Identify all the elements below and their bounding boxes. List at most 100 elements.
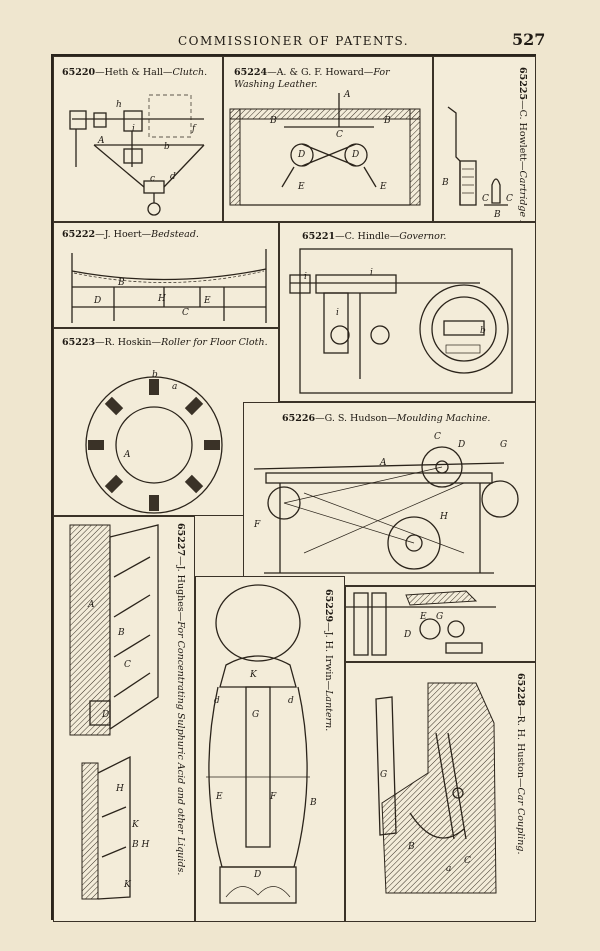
svg-text:B: B <box>383 116 391 126</box>
figure-65227-concentrating-acid: 65227—J. Hughes—For Concentrating Sulphu… <box>53 516 195 922</box>
patent-number: 65226 <box>282 413 316 424</box>
svg-text:d: d <box>214 696 220 706</box>
inventor: —Heth & Hall— <box>95 67 173 78</box>
svg-text:D: D <box>93 296 101 306</box>
svg-text:i: i <box>370 268 373 278</box>
inventor: —C. Hindle— <box>335 231 400 242</box>
svg-text:H: H <box>439 512 448 522</box>
patent-number: 65223 <box>62 337 96 348</box>
svg-text:H: H <box>157 294 166 304</box>
patent-number: 65220 <box>62 67 96 78</box>
patent-number: 65228 <box>515 673 526 707</box>
svg-text:D: D <box>253 870 261 880</box>
svg-text:B H: B H <box>131 840 149 850</box>
svg-text:C: C <box>506 194 513 204</box>
svg-text:A: A <box>379 458 387 468</box>
svg-text:E: E <box>215 792 223 802</box>
patent-number: 65225 <box>517 67 528 101</box>
svg-text:D: D <box>297 150 305 160</box>
patent-number: 65222 <box>62 229 96 240</box>
svg-text:c: c <box>150 174 155 184</box>
figure-caption: 65227—J. Hughes—For Concentrating Sulphu… <box>174 523 186 919</box>
svg-text:B: B <box>407 842 415 852</box>
svg-text:D: D <box>351 150 359 160</box>
svg-text:C: C <box>434 432 441 442</box>
svg-text:G: G <box>500 440 507 450</box>
washing-leather-drawing: A B B C D D E E <box>229 90 421 206</box>
invention-title: Roller for Floor Cloth. <box>161 337 268 348</box>
svg-text:K: K <box>123 880 132 890</box>
svg-text:C: C <box>336 130 343 140</box>
svg-text:E: E <box>297 182 305 192</box>
svg-text:D: D <box>457 440 465 450</box>
svg-text:K: K <box>249 670 258 680</box>
invention-title: Cartridge Box. <box>517 170 528 222</box>
svg-text:B: B <box>441 178 449 188</box>
svg-text:a: a <box>172 382 177 392</box>
svg-text:b: b <box>480 326 486 336</box>
svg-text:F: F <box>253 520 261 530</box>
figure-65224-washing-leather: 65224—A. & G. F. Howard—For Washing Leat… <box>223 56 433 222</box>
svg-text:A: A <box>343 90 351 100</box>
figure-caption: 65222—J. Hoert—Bedstead. <box>62 229 199 241</box>
invention-title: For Concentrating Sulphuric Acid and oth… <box>175 621 186 876</box>
svg-text:b: b <box>164 142 170 152</box>
svg-text:C: C <box>464 856 471 866</box>
invention-title: Lantern. <box>323 690 334 732</box>
svg-text:B: B <box>117 628 125 638</box>
figure-caption: 65225—C. Howlett—Cartridge Box. <box>516 67 528 221</box>
invention-title: Moulding Machine. <box>396 413 491 424</box>
patent-number: 65221 <box>302 231 336 242</box>
figure-caption: 65226—G. S. Hudson—Moulding Machine. <box>282 413 490 425</box>
figure-caption: 65228—R. H. Huston—Car Coupling. <box>514 673 526 913</box>
svg-text:E: E <box>203 296 211 306</box>
figure-caption: 65221—C. Hindle—Governor. <box>302 231 446 243</box>
svg-text:i: i <box>132 124 135 134</box>
figure-caption: 65223—R. Hoskin—Roller for Floor Cloth. <box>62 337 272 349</box>
inventor: —G. S. Hudson— <box>315 413 397 424</box>
patent-number: 65224 <box>234 67 268 78</box>
invention-title: Clutch. <box>172 67 208 78</box>
invention-title: For Washing Leather. <box>234 67 390 90</box>
inventor: —J. Hoert— <box>95 229 152 240</box>
page-number: 527 <box>512 30 546 49</box>
svg-text:A: A <box>123 450 131 460</box>
moulding-machine-drawing: C D G A F H <box>253 432 519 574</box>
svg-text:G: G <box>436 612 443 622</box>
svg-text:a: a <box>446 864 451 874</box>
inventor: —R. H. Huston— <box>515 706 526 788</box>
svg-text:A: A <box>97 136 105 146</box>
figure-caption: 65220—Heth & Hall—Clutch. <box>62 67 207 79</box>
patent-number: 65229 <box>323 589 334 623</box>
svg-text:B: B <box>269 116 277 126</box>
svg-text:b: b <box>152 370 158 380</box>
svg-text:h: h <box>116 100 122 110</box>
running-head: COMMISSIONER OF PATENTS. <box>178 34 410 48</box>
svg-text:f: f <box>191 124 197 134</box>
inventor: —J. H. Irwin— <box>323 622 334 691</box>
inventor: —A. & G. F. Howard— <box>267 67 374 78</box>
svg-text:i: i <box>336 308 339 318</box>
roller-drawing: b aA <box>85 370 223 514</box>
invention-title: Governor. <box>399 231 447 242</box>
svg-text:C: C <box>482 194 489 204</box>
svg-text:E: E <box>379 182 387 192</box>
page-header: COMMISSIONER OF PATENTS. 527 <box>0 30 600 52</box>
svg-text:G: G <box>380 770 387 780</box>
svg-text:C: C <box>124 660 131 670</box>
figure-65223-roller: 65223—R. Hoskin—Roller for Floor Cloth. … <box>53 328 279 516</box>
svg-text:D: D <box>403 630 411 640</box>
